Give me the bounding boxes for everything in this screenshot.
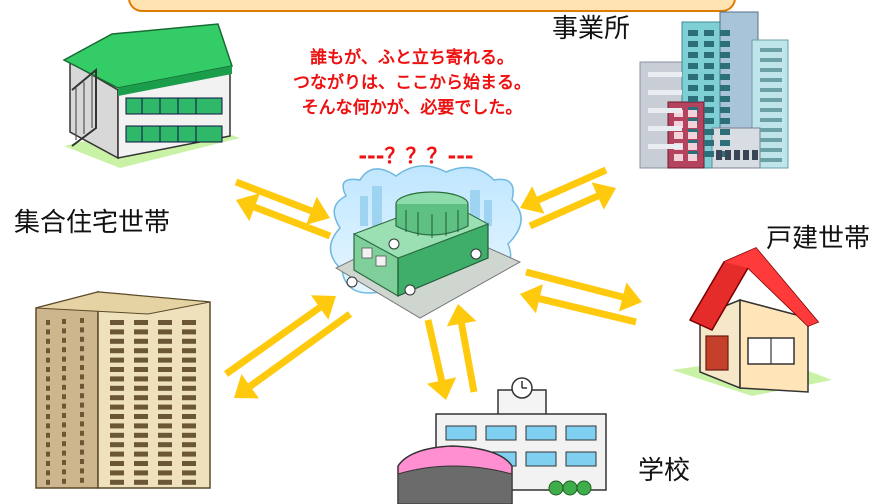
community-center-icon	[329, 165, 522, 319]
tower-apartment-icon	[35, 291, 211, 489]
label-apartment: 集合住宅世帯	[14, 208, 171, 238]
apartment-building-icon	[62, 23, 240, 168]
office-buildings-icon	[639, 11, 789, 169]
arrow-8	[424, 319, 457, 400]
arrow-9	[446, 304, 478, 393]
arrow-3	[528, 182, 616, 230]
catchcopy: 誰もが、ふと立ち寄れる。 つながりは、ここから始まる。 そんな何かが、必要でした…	[262, 46, 562, 121]
label-school: 学校	[638, 456, 691, 486]
arrow-1	[236, 193, 332, 240]
arrow-2	[520, 166, 608, 214]
house-icon	[672, 247, 832, 396]
tower-windows	[46, 318, 196, 485]
catchcopy-line3: そんな何かが、必要でした。	[301, 98, 523, 118]
label-house: 戸建世帯	[766, 224, 871, 254]
label-office: 事業所	[552, 14, 631, 44]
arrow-4	[525, 268, 642, 312]
arrow-group	[224, 166, 642, 400]
catchcopy-line2: つながりは、ここから始まる。	[293, 73, 531, 93]
question-mark-label: ---？？？---	[358, 144, 474, 168]
catchcopy-line1: 誰もが、ふと立ち寄れる。	[310, 48, 514, 68]
arrow-6	[224, 295, 336, 377]
school-icon	[397, 377, 607, 504]
office-windows	[648, 30, 782, 162]
arrow-7	[234, 311, 353, 399]
arrow-0	[234, 178, 330, 225]
arrow-5	[520, 284, 637, 326]
